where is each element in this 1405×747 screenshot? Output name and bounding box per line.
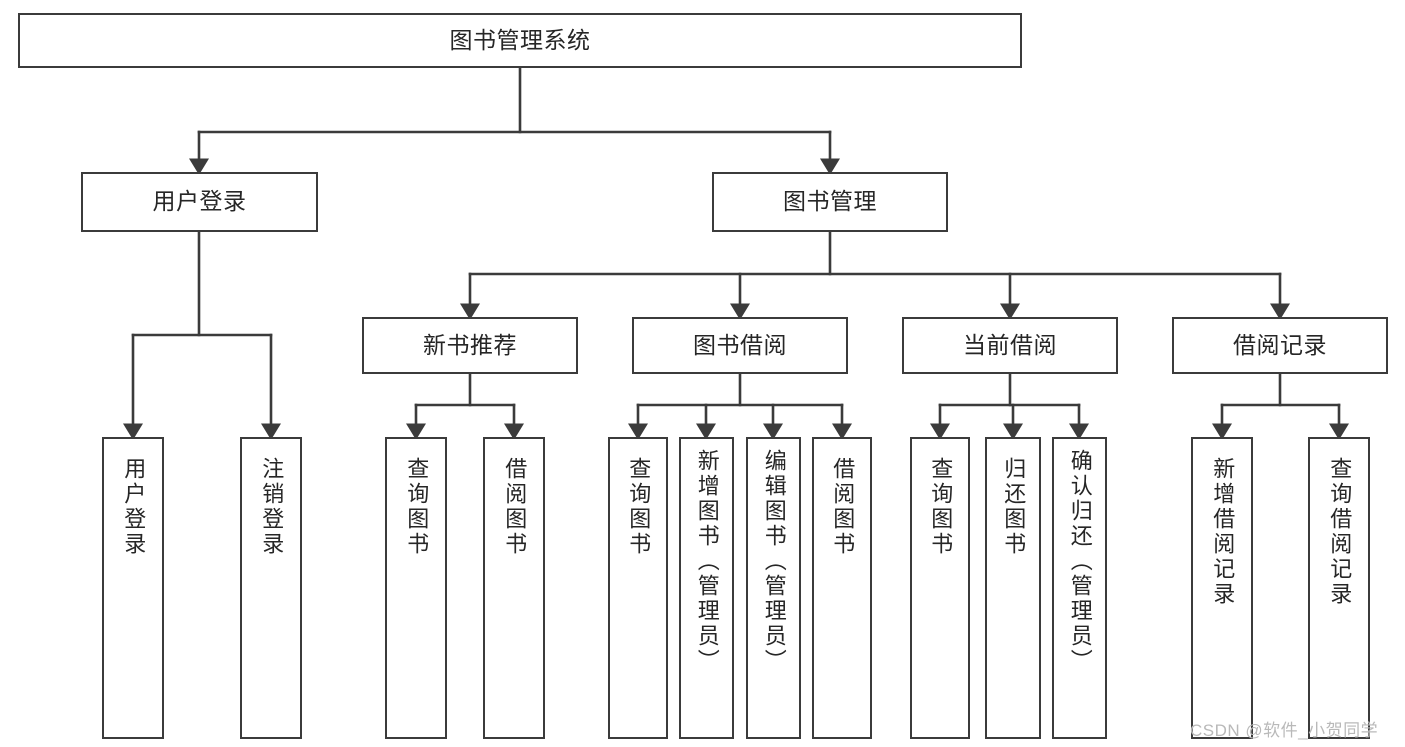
node-leaf-borrow-book-borrow[interactable]: 借阅图书 <box>812 437 872 739</box>
node-user-login[interactable]: 用户登录 <box>81 172 318 232</box>
node-leaf-user-logout[interactable]: 注销登录 <box>240 437 302 739</box>
node-leaf-confirm-return-admin[interactable]: 确认归还（管理员） <box>1052 437 1107 739</box>
node-label: 新书推荐 <box>423 331 517 358</box>
node-label: 当前借阅 <box>963 331 1057 358</box>
node-label: 借阅图书 <box>830 457 856 557</box>
node-leaf-query-book-recommend[interactable]: 查询图书 <box>385 437 447 739</box>
node-leaf-return-book[interactable]: 归还图书 <box>985 437 1041 739</box>
node-leaf-borrow-book-recommend[interactable]: 借阅图书 <box>483 437 545 739</box>
node-label: 用户登录 <box>121 457 147 557</box>
node-book-management[interactable]: 图书管理 <box>712 172 948 232</box>
node-label: 查询图书 <box>626 457 652 557</box>
node-label: 新增图书（管理员） <box>694 449 720 674</box>
node-leaf-query-book-current[interactable]: 查询图书 <box>910 437 970 739</box>
node-book-borrow[interactable]: 图书借阅 <box>632 317 848 374</box>
node-label: 归还图书 <box>1001 457 1027 557</box>
node-label: 编辑图书（管理员） <box>761 449 787 674</box>
node-label: 图书管理系统 <box>449 26 591 53</box>
node-leaf-query-book-borrow[interactable]: 查询图书 <box>608 437 668 739</box>
node-label: 借阅图书 <box>502 457 528 557</box>
node-leaf-user-login[interactable]: 用户登录 <box>102 437 164 739</box>
node-borrow-record[interactable]: 借阅记录 <box>1172 317 1388 374</box>
node-book-management-system[interactable]: 图书管理系统 <box>18 13 1022 68</box>
node-label: 图书借阅 <box>693 331 787 358</box>
node-current-borrow[interactable]: 当前借阅 <box>902 317 1118 374</box>
node-new-book-recommend[interactable]: 新书推荐 <box>362 317 578 374</box>
node-label: 查询图书 <box>928 457 954 557</box>
node-leaf-query-borrow-record[interactable]: 查询借阅记录 <box>1308 437 1370 739</box>
node-label: 借阅记录 <box>1233 331 1327 358</box>
csdn-watermark: CSDN @软件_小贺同学 <box>1190 721 1379 740</box>
node-label: 确认归还（管理员） <box>1067 449 1093 674</box>
node-label: 图书管理 <box>783 188 877 215</box>
node-label: 新增借阅记录 <box>1210 457 1236 607</box>
node-leaf-edit-book-admin[interactable]: 编辑图书（管理员） <box>746 437 801 739</box>
node-label: 注销登录 <box>259 457 285 557</box>
node-leaf-add-book-admin[interactable]: 新增图书（管理员） <box>679 437 734 739</box>
node-label: 查询图书 <box>404 457 430 557</box>
node-leaf-add-borrow-record[interactable]: 新增借阅记录 <box>1191 437 1253 739</box>
node-label: 用户登录 <box>152 188 247 215</box>
node-label: 查询借阅记录 <box>1327 457 1353 607</box>
